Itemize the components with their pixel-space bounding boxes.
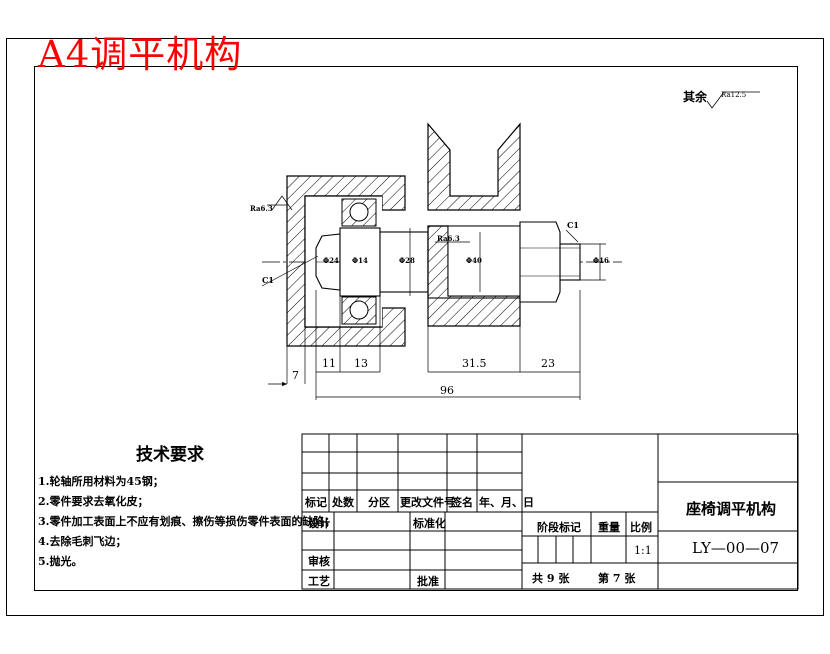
tb-header-change-doc: 更改文件号 [400, 496, 455, 509]
tech-requirement-item: 5.抛光。 [38, 555, 83, 568]
tb-weight: 重量 [598, 521, 620, 534]
dimension-13: 13 [354, 357, 368, 370]
tech-requirement-item: 2.零件要求去氧化皮； [38, 495, 149, 508]
tb-stage-mark: 阶段标记 [537, 521, 581, 534]
diameter-label-5: Φ16 [593, 256, 609, 265]
wheel-body [427, 122, 521, 327]
tb-header-mark: 标记 [305, 496, 327, 509]
tb-header-count: 处数 [332, 496, 354, 509]
diameter-label-2: Φ14 [352, 256, 368, 265]
tb-header-date: 年、月、日 [479, 496, 534, 509]
roughness-note-label: 其余 [683, 90, 708, 104]
tech-requirement-item: 4.去除毛刺飞边； [38, 535, 127, 548]
bearing-top [341, 198, 377, 227]
tb-header-zone: 分区 [368, 496, 390, 509]
tb-approve: 批准 [417, 575, 439, 588]
chamfer-label-left: C1 [262, 275, 274, 285]
general-roughness-note: 其余 Ra12.5 [683, 88, 746, 105]
tech-requirement-item: 3.零件加工表面上不应有划痕、擦伤等损伤零件表面的缺陷； [38, 515, 336, 528]
tb-part-name: 座椅调平机构 [686, 500, 777, 518]
tb-header-sign: 签名 [451, 496, 473, 509]
dimension-11: 11 [322, 357, 336, 370]
dimension-23: 23 [541, 357, 555, 370]
tb-sheet-total: 共 9 张 [532, 572, 570, 585]
outer-frame [6, 38, 824, 616]
tb-review: 审核 [308, 555, 330, 568]
dimension-lines [261, 195, 606, 400]
roughness-symbol-icon [706, 91, 760, 109]
diameter-label-3: Φ40 [466, 256, 482, 265]
tech-requirement-item: 1.轮轴所用材料为45钢； [38, 475, 164, 488]
roughness-label-left: Ra6.3 [250, 204, 273, 213]
tb-process: 工艺 [308, 575, 330, 588]
tb-scale-label: 比例 [630, 521, 652, 534]
tb-standardize: 标准化 [413, 517, 446, 530]
document-title: A4调平机构 [38, 33, 243, 76]
tech-requirements-list: 1.轮轴所用材料为45钢； 2.零件要求去氧化皮； 3.零件加工表面上不应有划痕… [38, 472, 335, 572]
tb-sheet-no: 第 7 张 [598, 572, 636, 585]
bearing-bottom [341, 296, 377, 325]
dimension-96: 96 [440, 384, 454, 397]
dimension-7: 7 [292, 369, 299, 382]
roughness-label-shaft: Ra6.3 [437, 234, 460, 243]
dimension-31-5: 31.5 [462, 357, 487, 370]
tb-drawing-number: LY—00—07 [692, 539, 780, 557]
tb-design: 设计 [308, 517, 330, 530]
inner-frame [34, 66, 798, 591]
tb-scale-value: 1:1 [634, 544, 652, 557]
tech-requirements-heading: 技术要求 [136, 445, 204, 465]
right-nut [519, 221, 561, 303]
title-block-grid [301, 433, 799, 590]
diameter-label-1: Φ28 [399, 256, 415, 265]
diameter-label-4: Φ24 [323, 256, 339, 265]
chamfer-label-right: C1 [567, 220, 579, 230]
roughness-note-value: Ra12.5 [721, 91, 747, 99]
